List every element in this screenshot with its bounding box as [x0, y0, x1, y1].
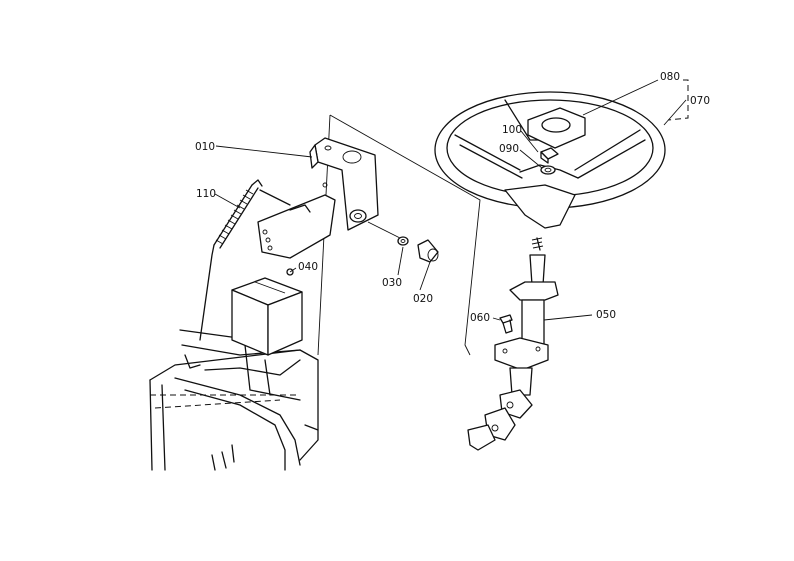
- assembly-outline: [329, 114, 481, 356]
- spring-110: [199, 179, 291, 341]
- callout-030: 030: [382, 277, 402, 289]
- callout-080: 080: [660, 71, 680, 83]
- leader-lines: [214, 79, 689, 321]
- callout-070: 070: [690, 95, 710, 107]
- washer-090: [540, 165, 556, 175]
- callout-040: 040: [298, 261, 318, 273]
- callout-050: 050: [596, 309, 616, 321]
- bolt-060: [499, 314, 513, 334]
- washer-030: [397, 236, 409, 246]
- callout-100: 100: [502, 124, 522, 136]
- callout-labels: 010 110 040 030 020 080 070 100 090 060 …: [195, 71, 710, 324]
- callout-090: 090: [499, 143, 519, 155]
- dashboard-frame: [149, 329, 319, 471]
- callout-010: 010: [195, 141, 215, 153]
- cover-box: [231, 277, 303, 356]
- pedal-bracket-010: [257, 137, 379, 259]
- nut-100: [540, 147, 559, 164]
- hub-cap-080: [527, 107, 586, 149]
- callout-060: 060: [470, 312, 490, 324]
- steering-column-050: [467, 237, 559, 451]
- callout-110: 110: [196, 188, 216, 200]
- callout-020: 020: [413, 293, 433, 305]
- bolt-020: [417, 239, 439, 263]
